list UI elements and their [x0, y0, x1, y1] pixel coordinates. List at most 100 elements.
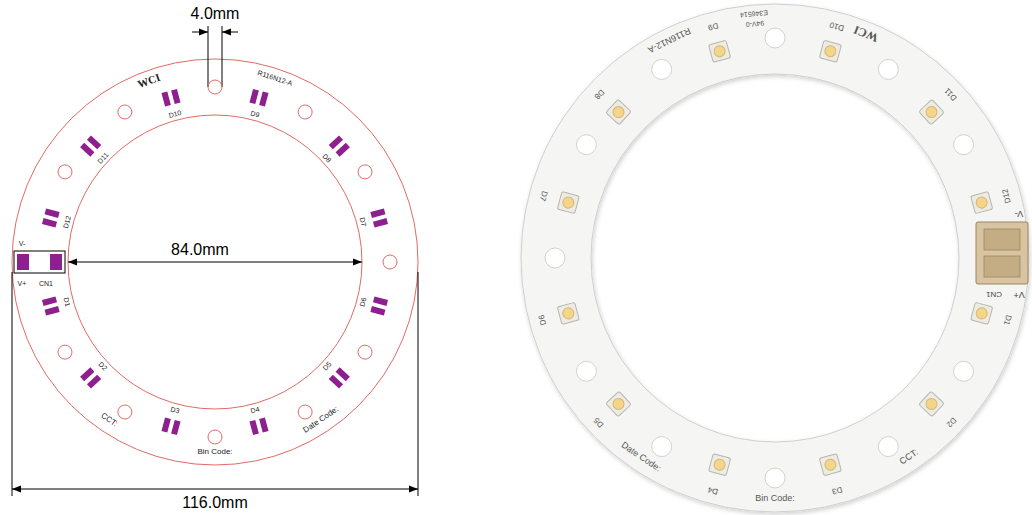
dimension-arrow: [192, 32, 208, 33]
designator-label: D6: [538, 314, 548, 326]
designator-label: D6: [358, 296, 367, 306]
designator-label: D1: [63, 296, 72, 306]
connector-slot: [984, 256, 1020, 277]
dimension-arrow: [222, 32, 238, 33]
designator-label: D9: [707, 21, 719, 31]
dimension-label: 4.0mm: [191, 6, 240, 22]
extension-line: [418, 272, 419, 496]
mounting-hole: [652, 59, 672, 79]
mounting-hole: [954, 135, 974, 155]
designator-label: D3: [170, 405, 180, 414]
led-chip: [557, 192, 579, 214]
mounting-hole: [576, 361, 596, 381]
led-chip: [819, 454, 841, 476]
designator-label: D9: [249, 110, 259, 119]
led-pad: [171, 89, 180, 104]
led-pad: [45, 306, 60, 315]
connector-body: [976, 222, 1028, 284]
led-pad: [161, 92, 170, 107]
logo-text: WCI: [136, 71, 162, 89]
silkscreen-field: CCT:: [99, 411, 118, 428]
led-phosphor: [562, 307, 575, 320]
pin-label: V+: [18, 280, 27, 287]
led-pad: [336, 143, 350, 157]
led-chip: [971, 302, 993, 324]
led-phosphor: [824, 45, 837, 58]
connector-pad: [50, 254, 62, 270]
led-footprint: [329, 135, 350, 156]
dimension-label: 116.0mm: [182, 495, 248, 511]
led-body: [819, 454, 841, 476]
led-chip: [557, 302, 579, 324]
mounting-hole: [765, 28, 785, 48]
led-phosphor: [975, 307, 988, 320]
mounting-hole: [545, 248, 565, 268]
led-body: [919, 391, 944, 416]
mounting-hole: [652, 437, 672, 457]
mounting-hole: [298, 105, 312, 119]
led-phosphor: [924, 104, 940, 120]
designator-label: D10: [168, 109, 182, 119]
dimension-label: 84.0mm: [171, 242, 229, 258]
pin-label: V+: [1013, 290, 1024, 299]
led-footprint: [161, 89, 180, 107]
led-chip: [919, 391, 944, 416]
led-pad: [87, 135, 101, 149]
extension-line: [222, 26, 223, 87]
outer-outline: [12, 59, 418, 465]
part-number: R116N12-A: [256, 70, 292, 88]
designator-label: D2: [944, 415, 957, 428]
designator-label: D7: [538, 190, 548, 202]
mounting-hole: [208, 430, 222, 444]
led-pad: [370, 208, 385, 217]
extension-line: [208, 26, 209, 87]
led-footprint: [329, 367, 350, 388]
led-body: [557, 192, 579, 214]
led-footprint: [80, 135, 101, 156]
led-body: [606, 391, 631, 416]
connector-pad: [17, 254, 29, 270]
mounting-hole: [118, 405, 132, 419]
dimension-arrow: [12, 489, 418, 490]
silkscreen-field: Date Code:: [302, 405, 340, 434]
led-body: [557, 302, 579, 324]
designator-label: D5: [593, 415, 606, 428]
mounting-hole: [878, 59, 898, 79]
led-phosphor: [924, 396, 940, 412]
designator-label: D8: [593, 88, 606, 101]
mounting-hole: [878, 437, 898, 457]
led-pad: [373, 296, 388, 305]
led-phosphor: [611, 396, 627, 412]
led-pad: [336, 367, 350, 381]
led-chip: [919, 99, 944, 124]
designator-label: D10: [829, 20, 845, 32]
pcb-ring: [521, 4, 1029, 512]
certification-mark: E346514: [739, 9, 768, 18]
silkscreen-field: Date Code:: [619, 441, 662, 474]
mounting-hole: [358, 345, 372, 359]
designator-label: D5: [321, 361, 332, 372]
led-body: [919, 99, 944, 124]
led-chip: [709, 454, 731, 476]
led-pad: [373, 218, 388, 227]
led-body: [709, 40, 731, 62]
led-pad: [42, 296, 57, 305]
designator-label: D4: [707, 485, 719, 495]
led-chip: [819, 40, 841, 62]
drawing-parts: [42, 80, 397, 444]
pin-label: V-: [1015, 209, 1024, 218]
mounting-hole: [208, 80, 222, 94]
pin-label: CN1: [39, 280, 53, 287]
mounting-hole: [58, 165, 72, 179]
led-pad: [171, 420, 180, 435]
led-chip: [971, 192, 993, 214]
led-phosphor: [975, 196, 988, 209]
led-footprint: [80, 367, 101, 388]
led-pad: [259, 417, 268, 432]
led-body: [971, 302, 993, 324]
logo-text: WCI: [852, 23, 880, 44]
led-body: [606, 99, 631, 124]
mounting-hole: [118, 105, 132, 119]
mounting-hole: [58, 345, 72, 359]
led-pad: [259, 92, 268, 107]
